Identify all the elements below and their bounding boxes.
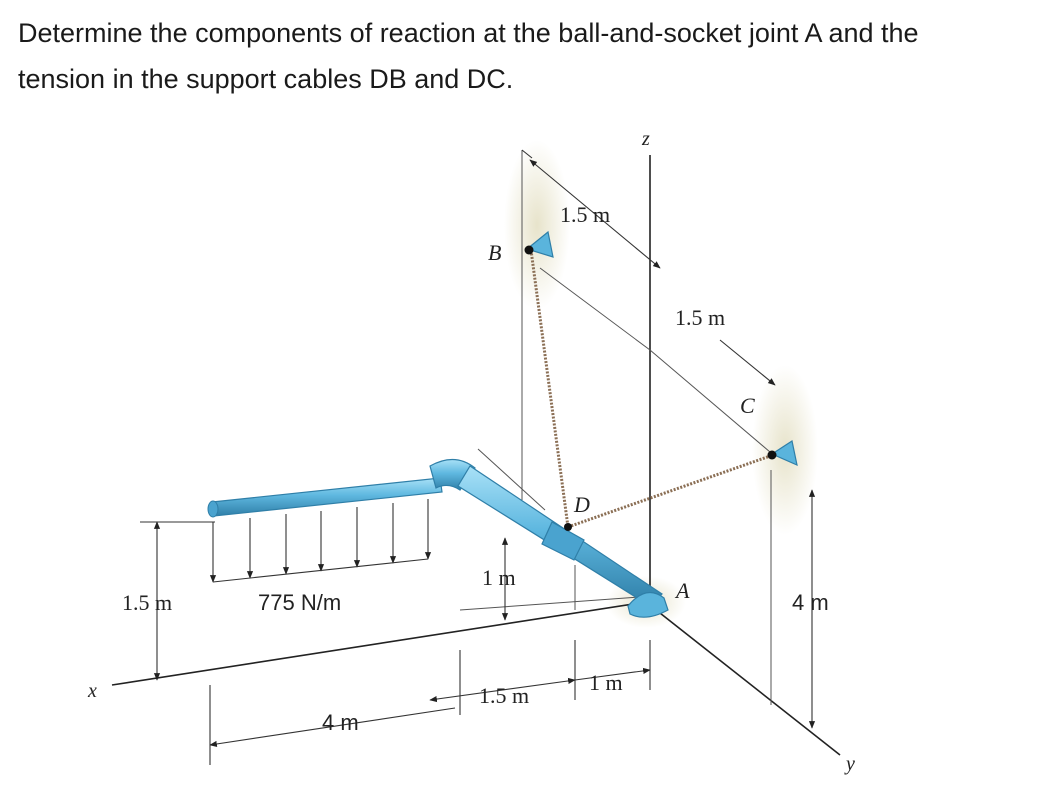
problem-text-line-2: tension in the support cables DB and DC.	[18, 64, 514, 94]
pipe	[207, 458, 669, 618]
pipe-collar-d	[541, 521, 585, 561]
ball-socket-a	[627, 591, 669, 618]
dim-label-height-c: 4 m	[792, 590, 829, 615]
projection-lines	[459, 150, 772, 705]
label-point-b: B	[488, 240, 501, 265]
point-d-marker	[564, 523, 572, 531]
label-point-d: D	[573, 492, 590, 517]
label-z-axis: z	[641, 128, 650, 150]
cable-dc	[567, 453, 774, 529]
problem-statement: Determine the components of reaction at …	[18, 10, 1058, 102]
distributed-load	[209, 499, 432, 583]
cable-db	[529, 249, 570, 528]
label-point-c: C	[740, 393, 755, 418]
dim-label-load: 775 N/m	[258, 590, 341, 615]
y-axis	[645, 601, 841, 756]
dim-label-bottom-d-to-a: 1 m	[589, 670, 623, 695]
dim-label-bar-height: 1.5 m	[122, 590, 172, 615]
support-c-bracket	[770, 440, 798, 467]
dimension-lines	[140, 149, 816, 765]
coordinate-axes	[111, 155, 841, 756]
label-point-a: A	[674, 578, 690, 603]
point-b-marker	[524, 245, 534, 255]
dim-label-top-b-to-z: 1.5 m	[560, 202, 610, 227]
label-y-axis: y	[844, 753, 855, 775]
x-axis	[111, 601, 647, 686]
pipe-horizontal-segment	[211, 477, 443, 517]
problem-text-line-1: Determine the components of reaction at …	[18, 18, 919, 48]
label-x-axis: x	[87, 680, 97, 702]
dim-label-z-to-c: 1.5 m	[675, 305, 725, 330]
dim-label-a-to-d-height: 1 m	[482, 565, 516, 590]
support-b-bracket	[525, 230, 554, 258]
dim-label-load-length: 4 m	[322, 710, 359, 735]
pipe-end-cap	[207, 500, 219, 518]
dim-label-bottom-bend-offset: 1.5 m	[479, 683, 529, 708]
point-c-marker	[767, 450, 777, 460]
